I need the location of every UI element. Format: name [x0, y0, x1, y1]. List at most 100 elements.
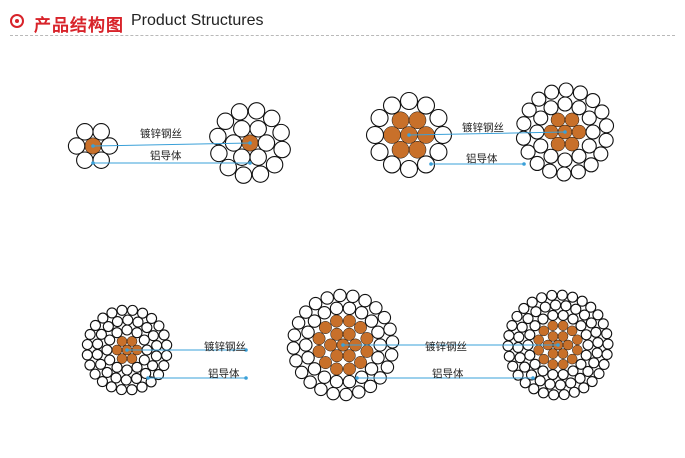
- aluminum-wire: [262, 109, 281, 128]
- aluminum-wire: [528, 383, 540, 395]
- aluminum-wire: [158, 360, 170, 372]
- aluminum-wire: [105, 381, 117, 393]
- aluminum-wire: [140, 367, 152, 380]
- steel-wire: [330, 349, 344, 363]
- aluminum-wire: [161, 339, 173, 351]
- aluminum-wire: [299, 305, 313, 319]
- steel-wire: [360, 332, 374, 345]
- steel-wire: [342, 327, 356, 341]
- steel-wire: [557, 359, 569, 370]
- steel-wire: [318, 321, 332, 334]
- aluminum-wire: [567, 365, 579, 377]
- steel-wire: [330, 327, 344, 341]
- aluminum-wire: [233, 120, 251, 138]
- leader-steel-1-dot: [248, 141, 252, 145]
- steel-wire: [354, 320, 367, 334]
- leader-aluminum-1-dot: [91, 161, 95, 165]
- aluminum-wire: [121, 364, 133, 376]
- aluminum-wire: [543, 148, 559, 164]
- aluminum-wire: [542, 163, 558, 179]
- aluminum-wire: [307, 362, 322, 376]
- steel-wire: [312, 345, 326, 358]
- aluminum-wire: [524, 349, 536, 361]
- aluminum-wire: [583, 157, 599, 173]
- aluminum-wire: [554, 379, 567, 391]
- aluminum-wire: [291, 316, 306, 330]
- aluminum-wire: [92, 123, 110, 141]
- steel-wire: [547, 331, 559, 342]
- leader-steel-2: [408, 131, 566, 136]
- steel-wire: [538, 353, 550, 365]
- steel-wire: [562, 339, 574, 351]
- aluminum-wire: [354, 306, 369, 320]
- aluminum-wire: [257, 134, 276, 152]
- aluminum-wire: [219, 158, 238, 177]
- aluminum-wire: [526, 296, 538, 308]
- aluminum-wire: [126, 304, 139, 316]
- aluminum-wire: [557, 309, 569, 322]
- aluminum-wire: [303, 375, 317, 389]
- steel-wire: [391, 111, 410, 130]
- aluminum-wire: [138, 334, 150, 346]
- aluminum-wire: [575, 320, 587, 332]
- aluminum-wire: [320, 291, 334, 305]
- aluminum-wire: [536, 292, 548, 304]
- aluminum-wire: [565, 377, 577, 389]
- aluminum-wire: [598, 118, 615, 134]
- aluminum-wire: [581, 138, 597, 154]
- aluminum-wire: [531, 91, 547, 107]
- aluminum-wire: [67, 137, 86, 155]
- aluminum-wire: [287, 328, 302, 342]
- aluminum-wire: [598, 358, 610, 371]
- aluminum-wire: [557, 96, 573, 112]
- aluminum-wire: [84, 359, 96, 371]
- aluminum-wire: [121, 324, 133, 336]
- leader-aluminum-4-dot: [355, 376, 359, 380]
- aluminum-wire: [503, 329, 515, 342]
- aluminum-wire: [111, 361, 123, 373]
- aluminum-wire: [234, 166, 253, 184]
- aluminum-wire: [544, 84, 560, 100]
- steel-wire: [312, 332, 326, 346]
- aluminum-wire: [513, 331, 525, 343]
- aluminum-wire: [572, 85, 588, 101]
- aluminum-wire: [585, 317, 597, 329]
- aluminum-wire: [382, 155, 402, 174]
- aluminum-wire: [110, 372, 122, 384]
- aluminum-wire: [346, 289, 360, 304]
- aluminum-wire: [151, 339, 163, 352]
- aluminum-wire: [307, 314, 322, 328]
- steel-wire: [557, 320, 569, 331]
- aluminum-wire: [547, 368, 559, 381]
- aluminum-wire: [537, 387, 550, 399]
- aluminum-wire: [101, 344, 113, 356]
- aluminum-wire: [265, 155, 284, 174]
- aluminum-wire: [578, 382, 590, 394]
- steel-wire: [391, 140, 410, 159]
- aluminum-wire: [76, 151, 94, 169]
- steel-wire: [572, 344, 583, 356]
- aluminum-wire: [352, 385, 366, 399]
- steel-wire: [557, 331, 569, 342]
- aluminum-wire: [507, 360, 519, 372]
- aluminum-wire: [81, 349, 93, 361]
- steel-wire: [547, 320, 559, 331]
- aluminum-wire: [365, 125, 385, 145]
- aluminum-wire: [153, 320, 165, 332]
- aluminum-wire: [147, 360, 159, 372]
- leader-steel-4-dot: [556, 343, 560, 347]
- aluminum-wire: [115, 384, 128, 396]
- leader-aluminum-2-dot: [522, 162, 526, 166]
- steel-wire: [319, 356, 332, 370]
- aluminum-wire: [317, 306, 332, 320]
- leader-aluminum-2-dot: [429, 162, 433, 166]
- aluminum-wire: [370, 142, 389, 162]
- aluminum-wire: [580, 349, 592, 361]
- aluminum-wire: [131, 361, 143, 373]
- aluminum-wire: [289, 354, 303, 368]
- aluminum-wire: [602, 338, 614, 350]
- aluminum-wire: [95, 328, 107, 340]
- aluminum-wire: [104, 354, 116, 366]
- aluminum-wire: [593, 146, 609, 162]
